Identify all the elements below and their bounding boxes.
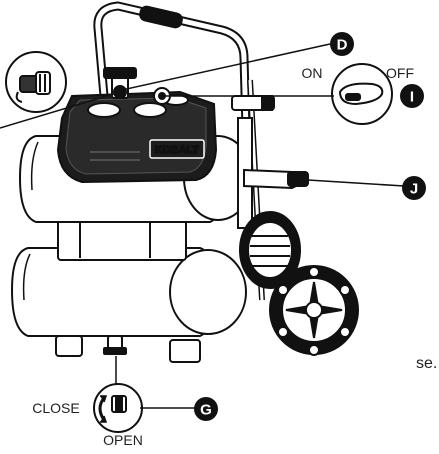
rotate-arrow-icon bbox=[98, 395, 108, 423]
leader-coupler bbox=[0, 91, 121, 129]
motor-shroud: KOBALT bbox=[56, 90, 218, 184]
switch-inset: ON OFF bbox=[162, 63, 414, 125]
drain-valve bbox=[103, 335, 127, 355]
power-switch-icon bbox=[338, 82, 384, 106]
callout-g: G bbox=[194, 397, 218, 421]
drain-valve-icon bbox=[111, 395, 127, 413]
switch-on-label: ON bbox=[302, 65, 323, 81]
tank-foot-left bbox=[55, 335, 83, 357]
switch-off-label: OFF bbox=[386, 65, 414, 81]
handle-grip bbox=[139, 5, 183, 29]
motor-fan bbox=[239, 211, 301, 289]
brand-label: KOBALT bbox=[155, 145, 199, 156]
callout-d: D bbox=[330, 32, 354, 56]
callout-i: I bbox=[400, 84, 424, 108]
leader-cord bbox=[307, 179, 405, 187]
callout-j: J bbox=[402, 176, 426, 200]
coupler-icon bbox=[15, 71, 51, 103]
drain-open-label: OPEN bbox=[103, 432, 143, 448]
drain-close-label: CLOSE bbox=[32, 400, 79, 416]
power-cord-plug bbox=[287, 171, 309, 187]
coupler-inset bbox=[0, 51, 121, 129]
leader-regulator bbox=[121, 43, 331, 91]
lower-tank bbox=[10, 247, 247, 363]
partial-text: se. bbox=[416, 355, 437, 372]
wheel bbox=[269, 265, 359, 356]
callout-i-letter: I bbox=[410, 89, 414, 106]
tank-foot-right bbox=[169, 339, 201, 363]
callout-d-letter: D bbox=[337, 37, 348, 54]
callout-g-letter: G bbox=[200, 402, 212, 419]
brand-plate bbox=[149, 139, 205, 159]
callout-j-letter: J bbox=[410, 181, 418, 198]
drain-inset: CLOSE OPEN bbox=[32, 356, 196, 448]
